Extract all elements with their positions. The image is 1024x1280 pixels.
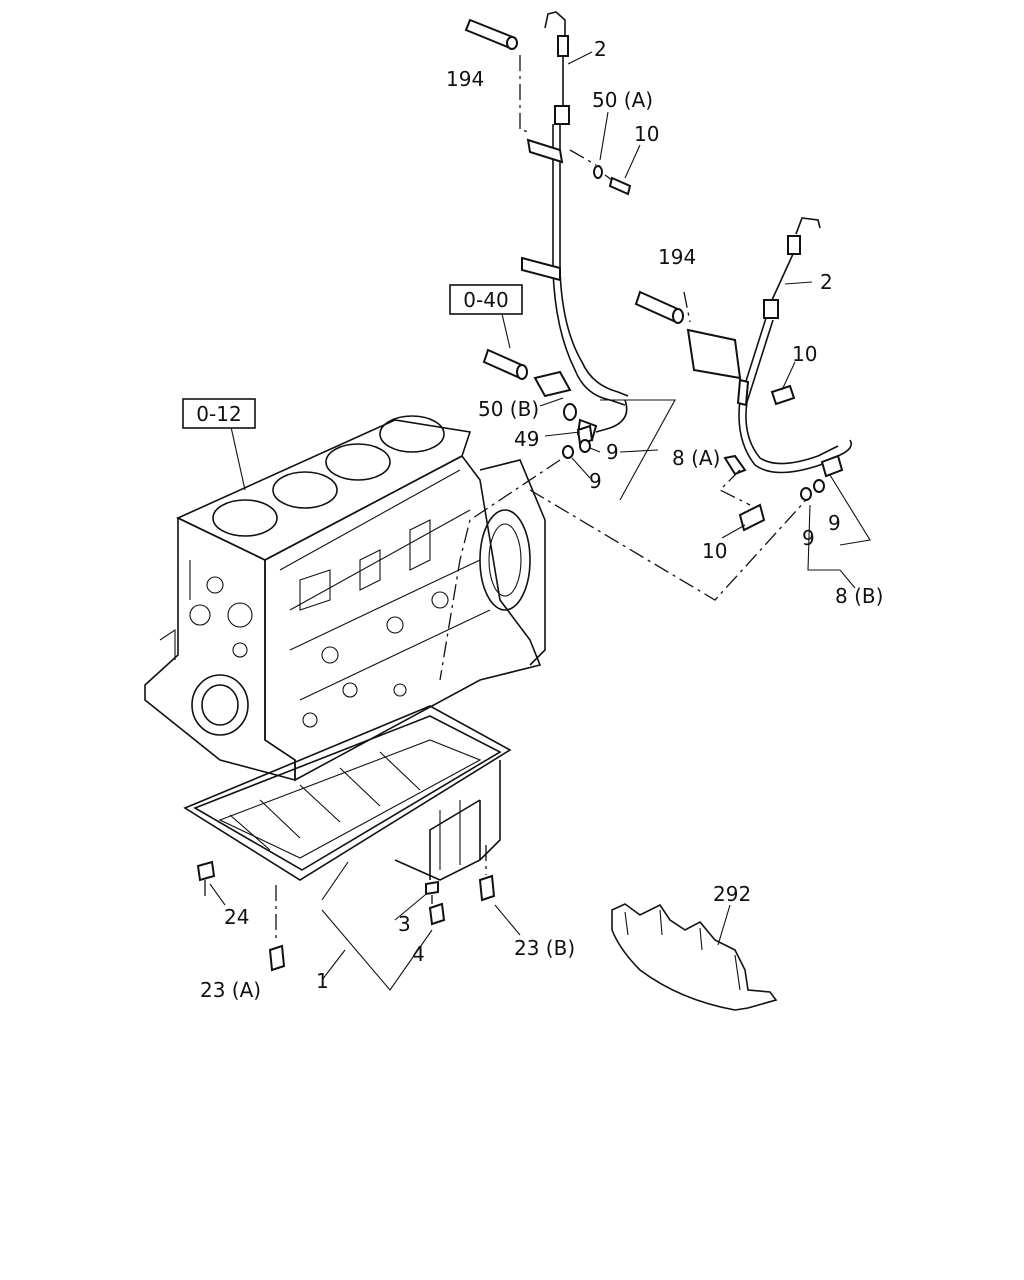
callout-23b: 23 (B): [514, 936, 575, 960]
callout-2-top: 2: [594, 37, 607, 61]
cylinder-block: [144, 415, 546, 782]
callout-194-right: 194: [658, 245, 696, 269]
callout-292: 292: [713, 882, 751, 906]
callout-4: 4: [412, 942, 425, 966]
washer-50b: [563, 403, 577, 421]
dipstick-left: [521, 11, 629, 442]
callout-3: 3: [398, 912, 411, 936]
callout-10-mid: 10: [702, 539, 727, 563]
bolt-23b: [478, 874, 496, 902]
oring-9-d: [813, 479, 825, 493]
guide-lines: [204, 55, 807, 940]
ref-label-0-40: 0-40: [463, 288, 508, 312]
bolt-10-top: [608, 176, 632, 196]
ref-box-0-12: 0-12: [182, 398, 256, 429]
callout-50b: 50 (B): [478, 397, 539, 421]
stud-0-40: [482, 348, 528, 380]
cover-292: [611, 903, 778, 1011]
callout-24: 24: [224, 905, 249, 929]
oring-9-a: [579, 439, 591, 453]
seal-49: [576, 424, 594, 446]
callout-49: 49: [514, 427, 539, 451]
callout-50a: 50 (A): [592, 88, 653, 112]
ref-label-0-12: 0-12: [196, 402, 241, 426]
callout-8b: 8 (B): [835, 584, 883, 608]
stud-194-top: [464, 18, 518, 50]
oil-pan: [183, 705, 512, 881]
nut-24: [196, 860, 216, 882]
callout-10-top: 10: [634, 122, 659, 146]
dipstick-right: [686, 217, 853, 478]
washer-50a: [593, 165, 603, 179]
callout-10-right: 10: [792, 342, 817, 366]
bolt-10-right: [770, 384, 796, 406]
callout-23a: 23 (A): [200, 978, 261, 1002]
callout-2-right: 2: [820, 270, 833, 294]
leader-lines: [209, 51, 871, 991]
ref-box-0-40: 0-40: [449, 284, 523, 315]
callout-1: 1: [316, 969, 329, 993]
callout-9-d: 9: [802, 526, 815, 550]
callout-9-b: 9: [589, 469, 602, 493]
stud-194-right: [634, 290, 684, 324]
callout-194-top: 194: [446, 67, 484, 91]
callout-8a: 8 (A): [672, 446, 720, 470]
oring-9-c: [800, 487, 812, 501]
oring-9-b: [562, 445, 574, 459]
callout-9-a: 9: [606, 440, 619, 464]
bolt-4: [428, 902, 446, 926]
bolt-23a: [268, 944, 286, 972]
bolt-10-mid: [738, 503, 766, 532]
washer-3: [425, 880, 439, 896]
callout-9-c: 9: [828, 511, 841, 535]
